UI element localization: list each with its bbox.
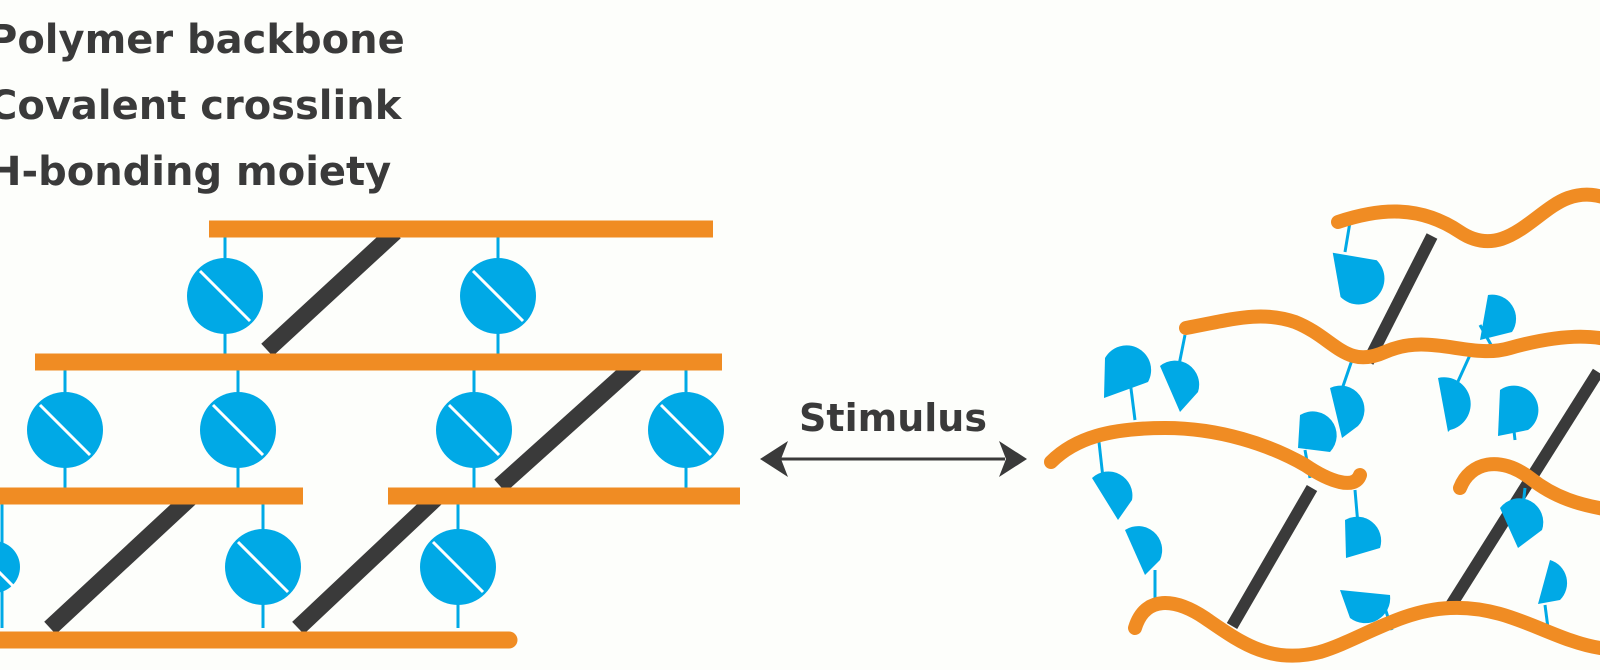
legend: Polymer backbone Covalent crosslink H-bo… xyxy=(0,17,405,195)
stimulus-arrow: Stimulus xyxy=(760,396,1027,477)
hbond-half xyxy=(1480,294,1517,340)
crosslink xyxy=(1362,233,1438,365)
crosslink xyxy=(1226,484,1318,630)
crosslink xyxy=(1442,368,1600,614)
stimulus-label: Stimulus xyxy=(799,396,987,440)
hbond-pair xyxy=(648,392,724,468)
crosslinks-ordered xyxy=(44,225,644,635)
crosslink xyxy=(261,225,401,357)
hbond-half xyxy=(1500,498,1544,548)
backbone xyxy=(1044,420,1367,490)
hbond-pairs-ordered xyxy=(0,258,724,605)
legend-crosslink-label: Covalent crosslink xyxy=(0,83,403,129)
backbone xyxy=(1331,187,1600,249)
legend-hbond-label: H-bonding moiety xyxy=(0,149,391,195)
hbond-pair xyxy=(460,258,536,334)
arrow-head-right xyxy=(999,441,1027,477)
hbond-pair xyxy=(27,392,103,468)
ordered-network xyxy=(0,220,740,649)
hbond-half xyxy=(1538,560,1568,604)
hbond-half xyxy=(1438,377,1471,432)
crosslink xyxy=(494,355,644,493)
hbond-half xyxy=(1340,590,1391,624)
hbond-half xyxy=(1125,526,1163,575)
disordered-network xyxy=(1044,187,1600,663)
crosslink xyxy=(44,491,196,635)
hbond-pair xyxy=(0,541,20,593)
hbond-half xyxy=(1345,516,1382,558)
hbond-half xyxy=(1092,471,1133,520)
hbond-pair xyxy=(225,529,301,605)
crosslink xyxy=(292,491,442,635)
hbond-half xyxy=(1330,385,1365,438)
backbone xyxy=(1128,596,1600,663)
hbond-half xyxy=(1332,252,1385,305)
crosslinks-disordered xyxy=(1226,233,1600,630)
arrow-head-left xyxy=(760,441,788,477)
backbones-disordered xyxy=(1044,187,1600,663)
hbond-pair xyxy=(200,392,276,468)
hbond-pair xyxy=(187,258,263,334)
hbond-half xyxy=(1298,411,1337,452)
backbone xyxy=(1453,457,1600,516)
hbond-half xyxy=(1104,345,1152,398)
hbond-halves-disordered xyxy=(1092,252,1568,624)
hbond-pair xyxy=(436,392,512,468)
hbond-half xyxy=(1160,360,1200,412)
legend-backbone-label: Polymer backbone xyxy=(0,17,405,63)
hbond-half xyxy=(1498,385,1539,436)
hbond-pair xyxy=(420,529,496,605)
backbone xyxy=(1179,309,1600,365)
backbones-ordered xyxy=(0,220,740,649)
